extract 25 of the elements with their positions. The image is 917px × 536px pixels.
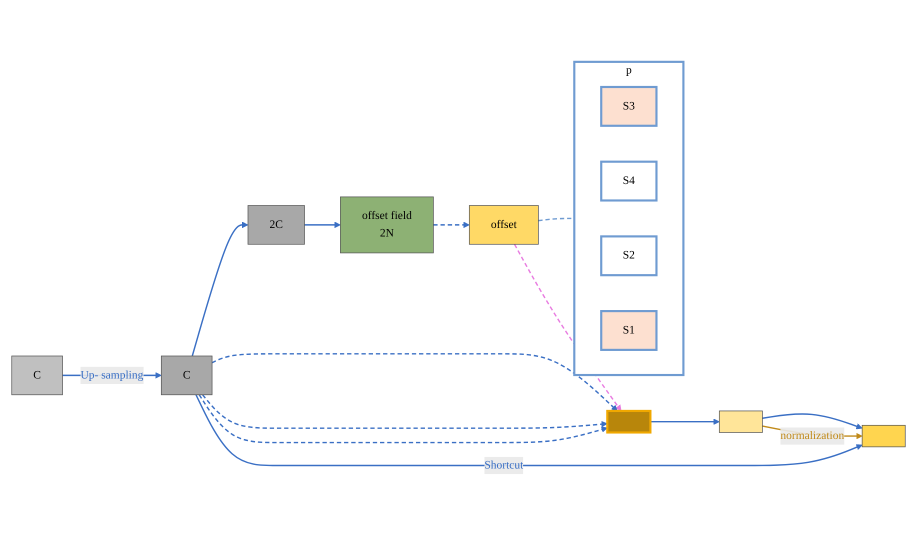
arrow [198, 394, 608, 444]
node-box [862, 424, 906, 448]
edge-label: Shortcut [484, 459, 524, 472]
connector [538, 218, 574, 222]
node-box [600, 310, 658, 351]
node-box [600, 235, 658, 276]
arrow [650, 418, 720, 425]
node-box [600, 86, 658, 127]
arrow [433, 222, 470, 228]
node-box [606, 410, 652, 434]
edge-label: Up- sampling [80, 368, 144, 382]
edge-label: normalization [780, 430, 844, 442]
arrow [762, 413, 862, 430]
node-box [11, 356, 63, 396]
node-box [600, 160, 658, 202]
arrow [212, 353, 618, 412]
arrow [192, 222, 248, 356]
node-box [718, 410, 763, 433]
node-box [468, 205, 539, 245]
arrow [202, 394, 608, 429]
node-box [160, 356, 212, 396]
arrow [304, 222, 341, 228]
node-box [248, 205, 305, 245]
cluster [573, 60, 684, 376]
node-box [340, 196, 434, 254]
